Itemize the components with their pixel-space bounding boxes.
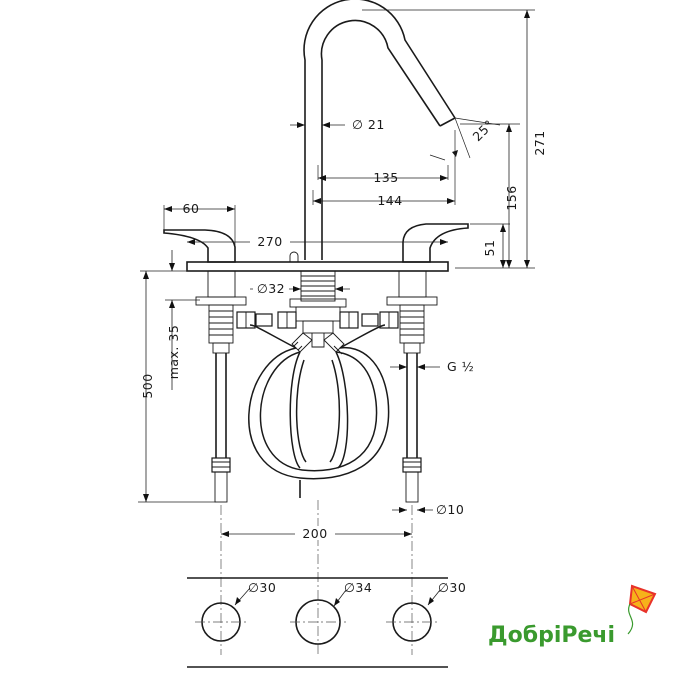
dim-total-height-label: 271	[532, 130, 547, 155]
dim-spout-angle: 25°	[429, 117, 501, 161]
mounting-holes: ∅30 ∅34 ∅30	[187, 577, 466, 668]
right-valve	[386, 270, 438, 503]
deck-plate	[186, 261, 449, 272]
dim-handle-width: 60	[163, 201, 236, 245]
dim-shank-diameter: ∅32	[250, 280, 350, 296]
hole-right-label: ∅30	[438, 580, 466, 595]
dim-reach-outer-label: 144	[377, 193, 402, 208]
pop-up-rod	[289, 251, 299, 262]
hole-left-label: ∅30	[248, 580, 276, 595]
dim-valve-spacing: 200	[221, 526, 412, 541]
dim-supply-pipe-diameter-label: ∅10	[436, 502, 464, 517]
dim-shank-diameter-label: ∅32	[257, 281, 285, 296]
left-valve	[195, 270, 247, 503]
dim-max-deck-thickness: max. 35	[140, 250, 208, 390]
logo-text: ДобріРечі	[488, 623, 615, 648]
dim-handle-height-label: 51	[482, 240, 497, 257]
dim-reach-inner-label: 135	[373, 170, 398, 185]
dim-deck-spread-label: 270	[257, 234, 282, 249]
dim-reach-outer: 144	[312, 130, 456, 208]
hole-center-label: ∅34	[344, 580, 372, 595]
center-shank	[289, 270, 347, 334]
dim-outlet-height: 156	[460, 123, 520, 268]
dim-valve-spacing-label: 200	[302, 526, 327, 541]
y-connector	[291, 332, 345, 353]
dim-total-height: 271	[362, 9, 547, 269]
dim-outlet-height-label: 156	[504, 185, 519, 210]
right-handle	[402, 223, 469, 263]
dim-hose-length: 500	[138, 271, 216, 503]
dim-connection-thread-label: G ½	[447, 359, 474, 374]
hose-connectors	[236, 311, 399, 329]
dim-supply-pipe-diameter: ∅10	[392, 502, 464, 517]
dim-max-deck-thickness-label: max. 35	[166, 325, 181, 380]
brand-logo: ДобріРечі	[488, 584, 657, 648]
dim-handle-height: 51	[470, 223, 510, 268]
dim-connection-thread: G ½	[390, 359, 474, 374]
flexible-hoses	[248, 324, 390, 480]
dim-spout-diameter: ∅ 21	[290, 117, 385, 132]
spout	[303, 0, 456, 260]
dim-deck-spread: 270	[187, 234, 448, 249]
dim-hose-length-label: 500	[140, 373, 155, 398]
dim-handle-width-label: 60	[183, 201, 200, 216]
dim-reach-inner: 135	[317, 165, 449, 185]
left-handle	[163, 229, 236, 263]
dim-spout-diameter-label: ∅ 21	[352, 117, 385, 132]
